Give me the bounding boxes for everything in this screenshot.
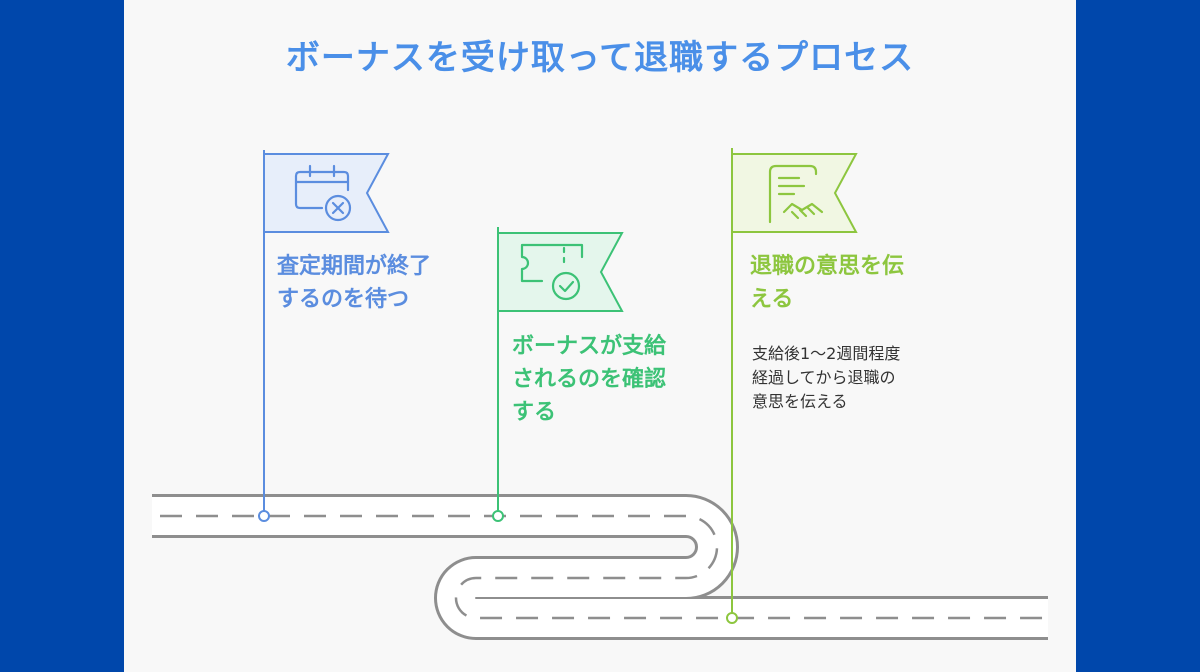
winding-road [152, 494, 1048, 640]
milestone-marker [726, 612, 738, 624]
step-3-desc-line3: 意思を伝える [752, 392, 848, 411]
document-handshake-icon [768, 164, 824, 224]
step-1-title-line2: するのを待つ [277, 287, 410, 312]
step-2-title-line1: ボーナスが支給 [512, 334, 667, 359]
step-3-description: 支給後1〜2週間程度 経過してから退職の 意思を伝える [752, 342, 900, 414]
step-1-title: 査定期間が終了 するのを待つ [277, 250, 431, 316]
road-scene [152, 148, 1048, 640]
step-1-flag [258, 150, 390, 522]
step-3-desc-line1: 支給後1〜2週間程度 [752, 344, 901, 363]
step-2-flag [492, 227, 624, 522]
step-3-desc-line2: 経過してから退職の [752, 368, 896, 387]
diagram-canvas: ボーナスを受け取って退職するプロセス [124, 0, 1076, 672]
step-1-title-line1: 査定期間が終了 [277, 254, 432, 279]
step-2-title: ボーナスが支給 されるのを確認 する [512, 330, 666, 429]
step-3-title: 退職の意思を伝 える [750, 250, 904, 316]
flag-banner [263, 153, 390, 233]
step-2-title-line2: されるのを確認 [512, 367, 667, 392]
page-title: ボーナスを受け取って退職するプロセス [285, 38, 915, 78]
step-3-title-line2: える [750, 287, 794, 312]
step-3-flag [726, 148, 858, 624]
milestone-marker [258, 510, 270, 522]
ticket-check-icon [520, 243, 584, 301]
calendar-x-icon [294, 164, 352, 222]
step-3-title-line1: 退職の意思を伝 [750, 254, 905, 279]
step-2-title-line3: する [512, 400, 557, 425]
milestone-marker [492, 510, 504, 522]
